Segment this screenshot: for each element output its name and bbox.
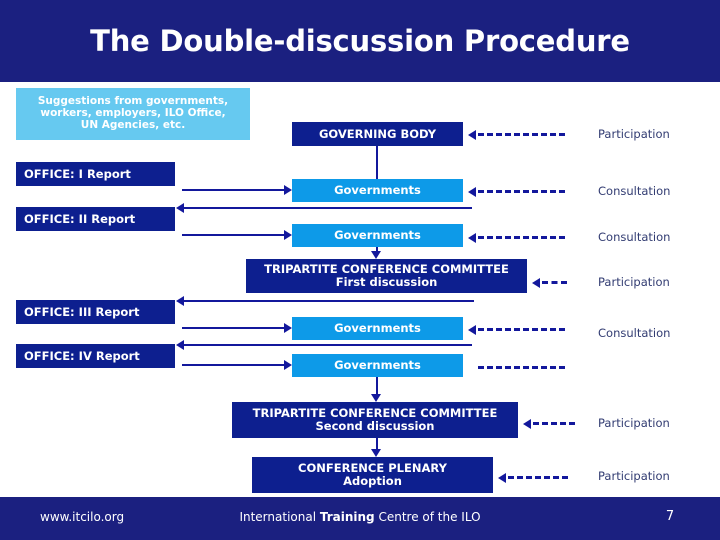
right-label-participation-4: Participation xyxy=(598,469,670,483)
connector-committee2-to-plenary xyxy=(376,438,378,451)
arrow-governments3-to-office4 xyxy=(182,344,472,346)
right-label-consultation-3: Consultation xyxy=(598,326,671,340)
right-label-consultation-2: Consultation xyxy=(598,230,671,244)
dashed-line-participation-committee1 xyxy=(542,281,567,284)
dashed-line-consultation-governments1 xyxy=(478,190,565,193)
arrowhead-left-office2 xyxy=(176,203,184,213)
arrow-office3-to-governments3 xyxy=(182,327,285,329)
arrowhead-down-committee1 xyxy=(371,251,381,259)
dashed-line-participation-plenary xyxy=(508,476,568,479)
governing-body-box: GOVERNING BODY xyxy=(292,122,463,146)
arrowhead-left-plenary-dashed xyxy=(498,473,506,483)
footer-center-text: International Training Centre of the ILO xyxy=(0,510,720,524)
footer-page-number: 7 xyxy=(665,509,675,524)
arrowhead-left-office4 xyxy=(176,340,184,350)
governments-3-box: Governments xyxy=(292,317,463,340)
governments-1-label: Governments xyxy=(334,183,421,198)
dashed-line-consultation-governments3 xyxy=(478,328,565,331)
committee-second-discussion-box: TRIPARTITE CONFERENCE COMMITTEE Second d… xyxy=(232,402,518,438)
governments-3-label: Governments xyxy=(334,321,421,336)
right-label-consultation-1: Consultation xyxy=(598,184,671,198)
right-label-participation-2: Participation xyxy=(598,275,670,289)
committee-first-title: TRIPARTITE CONFERENCE COMMITTEE xyxy=(264,262,509,277)
arrowhead-left-governments3-dashed xyxy=(468,325,476,335)
office-report-3-box: OFFICE: III Report xyxy=(16,300,175,324)
conference-plenary-box: CONFERENCE PLENARY Adoption xyxy=(252,457,493,493)
footer-url[interactable]: www.itcilo.org xyxy=(40,510,125,524)
office-report-1-label: OFFICE: I Report xyxy=(24,166,131,181)
arrow-committee1-to-office3 xyxy=(182,300,474,302)
arrowhead-left-governing-body xyxy=(468,130,476,140)
footer-bar xyxy=(0,497,720,540)
suggestions-box: Suggestions from governments, workers, e… xyxy=(16,88,250,140)
connector-gb-to-governments1 xyxy=(376,146,378,179)
right-label-participation-1: Participation xyxy=(598,127,670,141)
arrowhead-down-plenary xyxy=(371,449,381,457)
arrowhead-left-committee1-dashed xyxy=(532,278,540,288)
dashed-line-consultation-governments2 xyxy=(478,236,565,239)
dashed-line-participation-governing-body xyxy=(478,133,565,136)
office-report-1-box: OFFICE: I Report xyxy=(16,162,175,186)
arrowhead-right-governments2 xyxy=(284,230,292,240)
arrowhead-right-governments1 xyxy=(284,185,292,195)
committee-first-subtitle: First discussion xyxy=(335,275,438,289)
committee-second-subtitle: Second discussion xyxy=(315,419,435,433)
arrowhead-down-committee2 xyxy=(371,394,381,402)
governing-body-label: GOVERNING BODY xyxy=(318,126,437,141)
arrowhead-left-office3 xyxy=(176,296,184,306)
arrow-governments1-to-office2 xyxy=(182,207,472,209)
page-title: The Double-discussion Procedure xyxy=(90,24,630,58)
title-bar xyxy=(0,0,720,82)
arrowhead-left-governments2-dashed xyxy=(468,233,476,243)
governments-2-box: Governments xyxy=(292,224,463,247)
connector-governments4-to-committee2 xyxy=(376,377,378,396)
governments-4-label: Governments xyxy=(334,358,421,373)
arrow-office4-to-governments4 xyxy=(182,364,285,366)
arrowhead-right-governments4 xyxy=(284,360,292,370)
governments-1-box: Governments xyxy=(292,179,463,202)
arrowhead-right-governments3 xyxy=(284,323,292,333)
committee-first-discussion-box: TRIPARTITE CONFERENCE COMMITTEE First di… xyxy=(246,259,527,293)
arrow-office2-to-governments2 xyxy=(182,234,285,236)
office-report-4-box: OFFICE: IV Report xyxy=(16,344,175,368)
committee-second-title: TRIPARTITE CONFERENCE COMMITTEE xyxy=(252,406,498,421)
right-label-participation-3: Participation xyxy=(598,416,670,430)
arrowhead-left-governments1-dashed xyxy=(468,187,476,197)
governments-2-label: Governments xyxy=(334,228,421,243)
footer-center-pre: International xyxy=(239,510,320,524)
footer-center-bold: Training xyxy=(319,510,375,524)
plenary-title: CONFERENCE PLENARY xyxy=(298,461,447,476)
suggestions-line-2: workers, employers, ILO Office, xyxy=(40,107,226,120)
suggestions-line-1: Suggestions from governments, xyxy=(37,95,229,108)
dashed-line-participation-committee2 xyxy=(533,422,575,425)
office-report-2-box: OFFICE: II Report xyxy=(16,207,175,231)
suggestions-line-3: UN Agencies, etc. xyxy=(80,118,186,131)
arrow-office1-to-governments1 xyxy=(182,189,285,191)
plenary-subtitle: Adoption xyxy=(343,474,402,488)
office-report-4-label: OFFICE: IV Report xyxy=(24,348,140,363)
connector-governments2-to-committee1 xyxy=(376,247,378,253)
office-report-3-label: OFFICE: III Report xyxy=(24,304,140,319)
office-report-2-label: OFFICE: II Report xyxy=(24,211,136,226)
footer-center-post: Centre of the ILO xyxy=(374,510,481,524)
governments-4-box: Governments xyxy=(292,354,463,377)
arrowhead-left-committee2-dashed xyxy=(523,419,531,429)
dashed-line-governments4-stub xyxy=(478,366,565,369)
